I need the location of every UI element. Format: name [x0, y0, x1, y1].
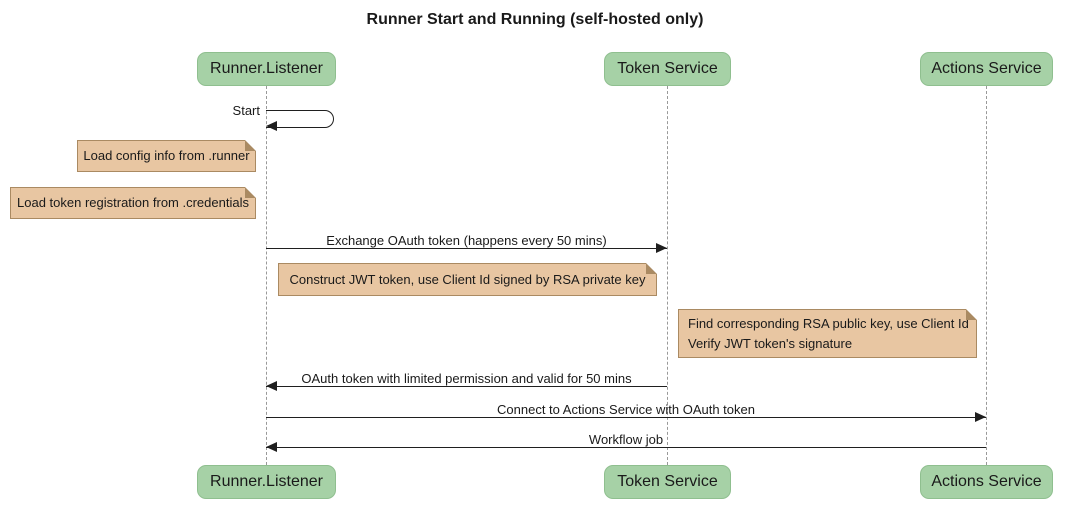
message-label-workflow-job: Workflow job: [588, 432, 664, 447]
message-line: [266, 248, 667, 249]
participant-label: Actions Service: [931, 60, 1042, 77]
participant-actions-service-bottom: Actions Service: [920, 465, 1053, 499]
lifeline-runner-listener: [266, 86, 267, 465]
participant-runner-listener-top: Runner.Listener: [197, 52, 336, 86]
note-verify-jwt: Find corresponding RSA public key, use C…: [678, 309, 977, 358]
participant-label: Runner.Listener: [210, 473, 323, 490]
lifeline-actions-service: [986, 86, 987, 465]
note-text-line1: Find corresponding RSA public key, use C…: [688, 315, 969, 331]
note-construct-jwt: Construct JWT token, use Client Id signe…: [278, 263, 657, 296]
self-loop-line: [266, 110, 334, 128]
participant-label: Actions Service: [931, 473, 1042, 490]
message-label-oauth-return: OAuth token with limited permission and …: [301, 371, 632, 386]
participant-runner-listener-bottom: Runner.Listener: [197, 465, 336, 499]
message-line: [266, 417, 986, 418]
message-line: [266, 447, 986, 448]
diagram-title: Runner Start and Running (self-hosted on…: [366, 11, 704, 28]
participant-label: Token Service: [617, 60, 718, 77]
arrowhead-left-icon: [266, 381, 277, 391]
arrowhead-left-icon: [266, 442, 277, 452]
lifeline-token-service: [667, 86, 668, 465]
participant-label: Runner.Listener: [210, 60, 323, 77]
arrowhead-right-icon: [975, 412, 986, 422]
note-text-line2: Verify JWT token's signature: [688, 335, 853, 351]
participant-actions-service-top: Actions Service: [920, 52, 1053, 86]
note-text: Construct JWT token, use Client Id signe…: [289, 271, 646, 287]
arrowhead-left-icon: [266, 121, 277, 131]
participant-token-service-top: Token Service: [604, 52, 731, 86]
message-label-start: Start: [232, 103, 260, 118]
note-load-config: Load config info from .runner: [77, 140, 256, 172]
participant-label: Token Service: [617, 473, 718, 490]
message-line: [266, 386, 667, 387]
note-text: Load config info from .runner: [83, 148, 250, 163]
message-label-connect-actions: Connect to Actions Service with OAuth to…: [497, 402, 755, 417]
message-label-exchange-oauth: Exchange OAuth token (happens every 50 m…: [326, 233, 607, 248]
arrowhead-right-icon: [656, 243, 667, 253]
participant-token-service-bottom: Token Service: [604, 465, 731, 499]
note-text: Load token registration from .credential…: [17, 195, 249, 210]
note-load-token-registration: Load token registration from .credential…: [10, 187, 256, 219]
